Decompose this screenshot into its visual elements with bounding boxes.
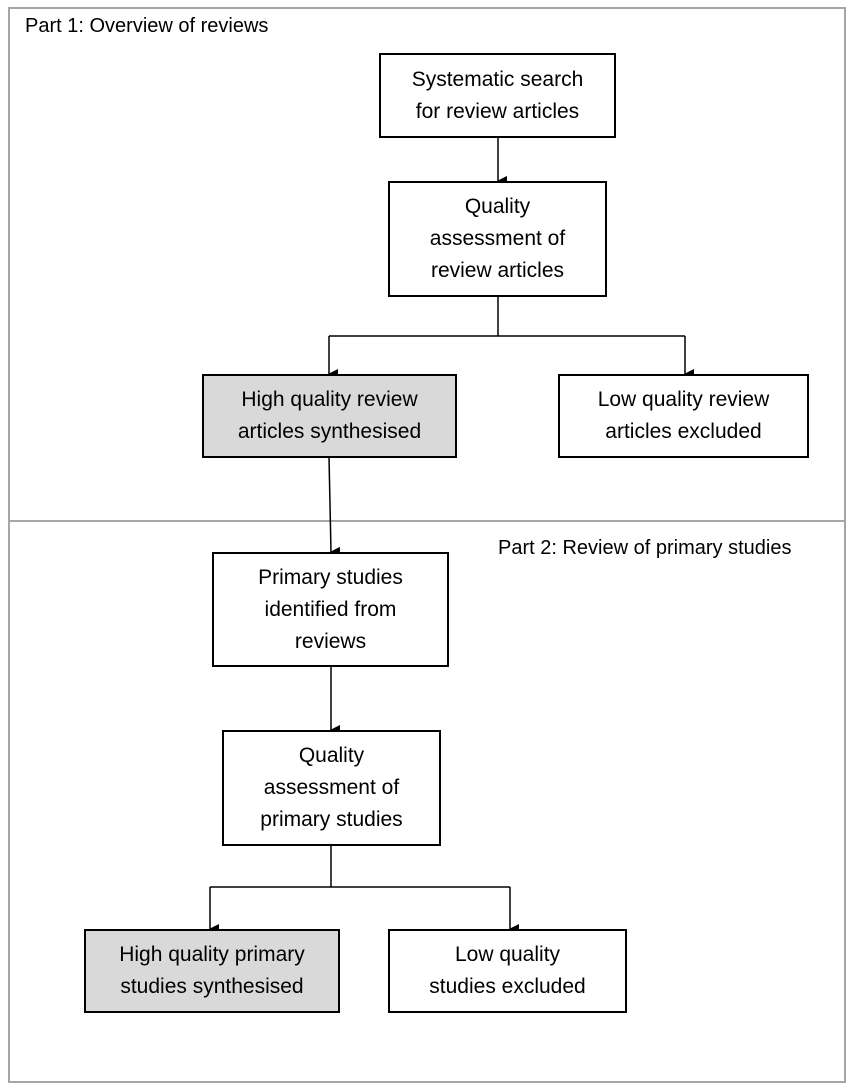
quality-assessment-primary-text: Quality assessment of primary studies (260, 744, 403, 831)
primary-studies-identified-box: Primary studies identified from reviews (212, 552, 449, 667)
low-quality-primary-text: Low quality studies excluded (429, 943, 586, 998)
part2-label: Part 2: Review of primary studies (498, 537, 792, 559)
low-quality-reviews-box: Low quality review articles excluded (558, 374, 809, 458)
part2-panel (8, 520, 846, 1083)
high-quality-primary-box: High quality primary studies synthesised (84, 929, 340, 1013)
quality-assessment-reviews-box: Quality assessment of review articles (388, 181, 607, 297)
part1-label: Part 1: Overview of reviews (25, 15, 269, 37)
quality-assessment-reviews-text: Quality assessment of review articles (429, 195, 566, 282)
systematic-search-text: Systematic search for review articles (411, 67, 584, 123)
high-quality-reviews-box: High quality review articles synthesised (202, 374, 457, 458)
low-quality-primary-box: Low quality studies excluded (388, 929, 627, 1013)
systematic-search-box: Systematic search for review articles (379, 53, 616, 138)
high-quality-primary-text: High quality primary studies synthesised (119, 943, 305, 998)
quality-assessment-primary-box: Quality assessment of primary studies (222, 730, 441, 846)
high-quality-reviews-text: High quality review articles synthesised (237, 388, 422, 443)
arrow-reviews-to-primary (328, 456, 341, 557)
primary-studies-identified-text: Primary studies identified from reviews (258, 565, 403, 653)
low-quality-reviews-text: Low quality review articles excluded (597, 388, 770, 443)
